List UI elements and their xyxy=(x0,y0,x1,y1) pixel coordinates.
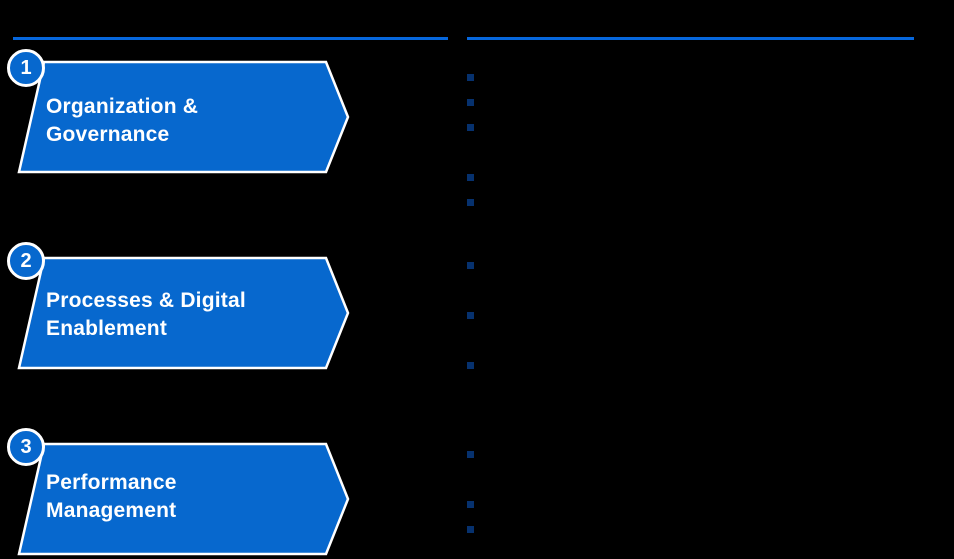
step-3-number: 3 xyxy=(20,436,32,458)
step-1-number: 1 xyxy=(20,57,32,79)
step-1-label: Organization & Governance xyxy=(46,93,326,149)
step-3-number-badge: 3 xyxy=(7,428,45,466)
bullet-marker-g1-1 xyxy=(467,74,474,81)
bullet-marker-g1-3 xyxy=(467,124,474,131)
step-1-label-line2: Governance xyxy=(46,123,170,146)
bullet-marker-g3-1 xyxy=(467,451,474,458)
bullet-marker-g1-5 xyxy=(467,199,474,206)
left-column-divider-line xyxy=(13,37,448,40)
step-2-number: 2 xyxy=(20,250,32,272)
bullet-marker-g1-2 xyxy=(467,99,474,106)
step-3-label-line2: Management xyxy=(46,499,177,522)
chevron-arrow-shape-3 xyxy=(17,442,350,556)
chevron-arrow-shape-2 xyxy=(17,256,350,370)
step-3-label: Performance Management xyxy=(46,469,326,525)
chevron-arrow-shape-1 xyxy=(17,60,350,174)
bullet-marker-g3-3 xyxy=(467,526,474,533)
right-column-divider-line xyxy=(467,37,914,40)
bullet-marker-g2-1 xyxy=(467,262,474,269)
step-2-label-line2: Enablement xyxy=(46,317,168,340)
bullet-marker-g2-3 xyxy=(467,362,474,369)
step-2-label: Processes & Digital Enablement xyxy=(46,287,326,343)
step-3-label-line1: Performance xyxy=(46,471,177,494)
bullet-marker-g1-4 xyxy=(467,174,474,181)
step-1-number-badge: 1 xyxy=(7,49,45,87)
step-1-label-line1: Organization & xyxy=(46,95,199,118)
bullet-marker-g3-2 xyxy=(467,501,474,508)
step-2-number-badge: 2 xyxy=(7,242,45,280)
bullet-marker-g2-2 xyxy=(467,312,474,319)
step-2-label-line1: Processes & Digital xyxy=(46,289,246,312)
